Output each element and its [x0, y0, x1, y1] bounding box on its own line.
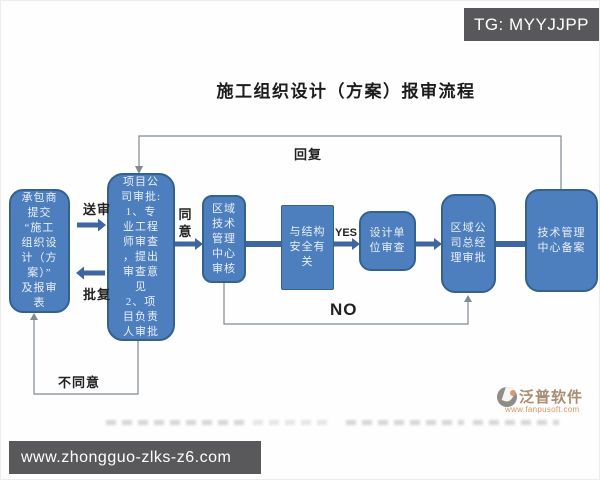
edge-no-head [464, 295, 472, 302]
blurred-caption-fragment [473, 420, 559, 425]
blurred-caption-fragment [346, 420, 464, 425]
watermark-name: 泛普软件 [519, 390, 584, 406]
flow-node-design-unit-review: 设计单 位审查 [359, 211, 416, 271]
edge-gm-to-filing [496, 241, 525, 247]
flow-node-contractor: 承包商 提交 “施工 组织设 计（方 案）” 及报审 表 [9, 189, 70, 313]
edge-songshen-head [98, 218, 106, 232]
flow-node-project-company-approval: 项目公 司审批: 1、专 业工程 师审查 ，提出 审查意 见 2、项 目负责 人… [107, 173, 175, 341]
fanpu-logo-icon [497, 387, 517, 407]
blurred-caption-fragment [253, 420, 333, 425]
watermark-url: www.fanpusoft.com [505, 405, 580, 414]
edge-tongyi-shaft [175, 241, 195, 247]
edge-label-huifu: 回复 [294, 147, 323, 162]
edge-label-butongyi: 不同意 [58, 375, 101, 390]
edge-label-pifu: 批复 [83, 287, 112, 302]
edge-label-yes: YES [335, 227, 358, 239]
edge-pifu-shaft [84, 270, 105, 276]
edge-label-songshen: 送审 [83, 202, 112, 217]
blurred-caption-fragment [106, 420, 246, 425]
diagram-title: 施工组织设计（方案）报审流程 [216, 82, 476, 101]
edge-yes-shaft [334, 241, 352, 247]
flow-node-tech-center-filing: 技术管理 中心备案 [525, 189, 598, 292]
edge-butongyi-head [30, 313, 38, 320]
edge-label-tongyi: 同 意 [178, 207, 193, 239]
edge-pifu-head [76, 266, 84, 280]
flow-node-regional-gm-approval: 区域公 司总经 理审批 [441, 194, 496, 293]
edge-label-no: NO [330, 300, 358, 319]
flow-node-structural-safety-decision: 与结构 安全有 关 [281, 205, 334, 290]
tg-badge: TG: MYYJJPP [464, 8, 599, 41]
edge-design-to-gm-shaft [416, 241, 434, 247]
site-url-bar: www.zhongguo-zlks-z6.com [9, 441, 261, 474]
flow-node-regional-tech-center-review: 区域 技术 管理 中心 审核 [202, 195, 246, 283]
edge-songshen-shaft [77, 222, 98, 228]
edge-huifu-line [138, 135, 562, 190]
edge-review-to-safety [246, 241, 281, 247]
